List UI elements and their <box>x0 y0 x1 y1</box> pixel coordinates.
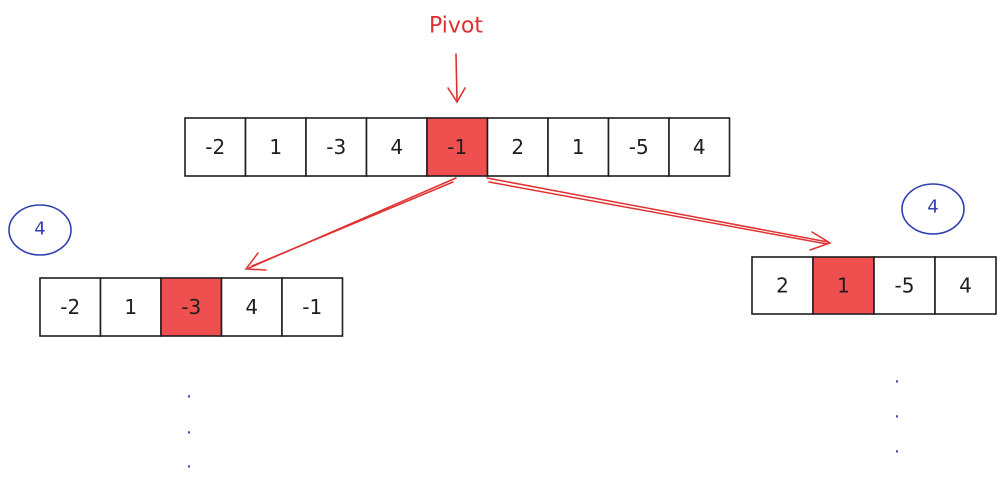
array-cell: -2 <box>39 277 102 337</box>
array-cell-value: 4 <box>390 135 403 159</box>
array-cell-value: 4 <box>693 135 706 159</box>
array-cell: 4 <box>934 256 997 315</box>
array-cell: -1 <box>281 277 344 337</box>
array-cell: 2 <box>751 256 814 315</box>
array-cell: 1 <box>812 256 875 315</box>
array-cell-value: 2 <box>511 135 524 159</box>
array-cell-value: -2 <box>205 135 225 159</box>
array-cell: -5 <box>873 256 936 315</box>
pivot-label: Pivot <box>429 14 483 39</box>
array-cell-value: 1 <box>124 295 137 319</box>
array-cell-value: 4 <box>959 274 972 298</box>
left-subarray: -2 1 -3 4 -1 <box>39 277 344 337</box>
array-cell-value: -3 <box>326 135 346 159</box>
continuation-dot: . <box>186 452 192 473</box>
continuation-dot: . <box>894 437 900 458</box>
array-cell: -3 <box>160 277 223 337</box>
array-cell-value: 1 <box>837 274 850 298</box>
array-cell: 1 <box>99 277 162 337</box>
arrow-to-left-subarray <box>244 177 457 271</box>
continuation-dot: . <box>894 402 900 423</box>
arrow-down-icon <box>447 53 466 104</box>
array-cell-value: -1 <box>447 135 467 159</box>
array-cell: -1 <box>426 117 489 177</box>
array-cell-value: -1 <box>302 295 322 319</box>
array-cell: 1 <box>244 117 307 177</box>
continuation-dot: . <box>186 418 192 439</box>
right-subarray: 2 1 -5 4 <box>751 256 997 315</box>
array-cell: -3 <box>305 117 368 177</box>
array-cell-value: -5 <box>895 274 915 298</box>
left-count-label: 4 <box>34 219 45 240</box>
array-cell-value: 4 <box>245 295 258 319</box>
top-array: -2 1 -3 4 -1 2 1 -5 4 <box>184 117 731 177</box>
array-cell-value: 1 <box>269 135 282 159</box>
array-cell-value: 1 <box>572 135 585 159</box>
continuation-dot: . <box>894 367 900 388</box>
right-count-label: 4 <box>927 197 938 218</box>
array-cell-value: -5 <box>629 135 649 159</box>
array-cell-value: -3 <box>181 295 201 319</box>
array-cell: 1 <box>547 117 610 177</box>
array-cell: 4 <box>365 117 428 177</box>
array-cell: -2 <box>184 117 247 177</box>
right-count-annotation: 4 <box>901 183 965 235</box>
array-cell: 4 <box>220 277 283 337</box>
array-cell: -5 <box>607 117 670 177</box>
array-cell: 2 <box>486 117 549 177</box>
right-continuation-dots: . . . <box>894 367 900 458</box>
array-cell-value: 2 <box>776 274 789 298</box>
continuation-dot: . <box>186 382 192 403</box>
array-cell-value: -2 <box>60 295 80 319</box>
left-continuation-dots: . . . <box>186 382 192 473</box>
left-count-annotation: 4 <box>8 204 72 256</box>
array-cell: 4 <box>668 117 731 177</box>
arrow-to-right-subarray <box>486 177 832 251</box>
